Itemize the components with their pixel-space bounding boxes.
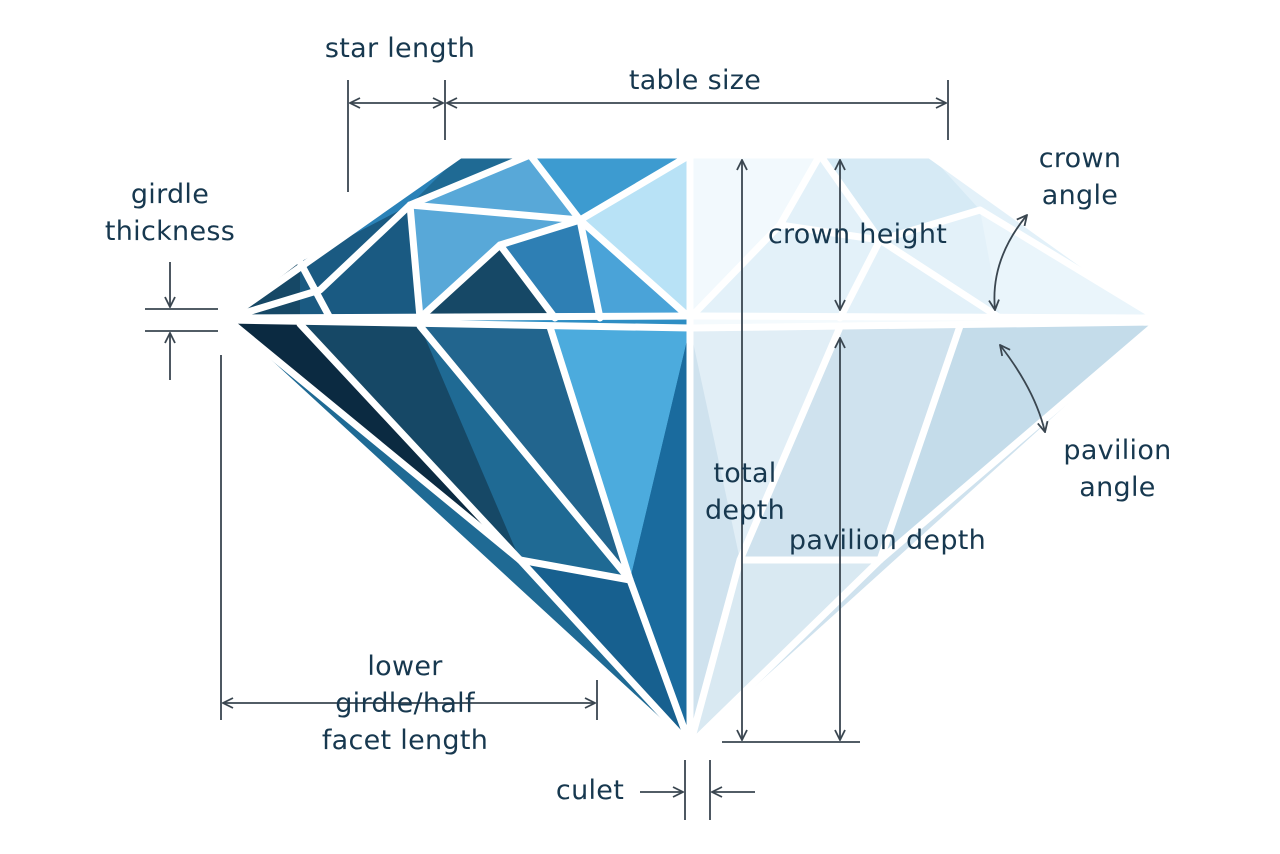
facet-bezel-dark	[300, 205, 420, 318]
facet-table-right	[690, 155, 820, 318]
label-total-depth-line1: total	[713, 458, 777, 489]
label-crown-angle-line1: crown	[1038, 143, 1122, 174]
facet-table-left	[580, 155, 690, 318]
label-lower-girdle-line1: lower	[367, 651, 443, 682]
label-crown-angle: crown angle	[1005, 140, 1155, 214]
facet-upper-girdle-2	[500, 220, 600, 318]
label-pavilion-angle-line2: angle	[1079, 472, 1156, 503]
label-girdle-thickness-line2: thickness	[104, 216, 236, 247]
pavilion-angle-arc	[1000, 345, 1045, 432]
label-table-size: table size	[628, 65, 762, 96]
label-pavilion-depth: pavilion depth	[788, 525, 987, 556]
label-lower-girdle-length: lower girdle/half facet length	[300, 648, 510, 759]
facet-pavilion-right-1	[690, 327, 840, 560]
label-total-depth-line2: depth	[704, 495, 786, 526]
label-girdle-thickness-line1: girdle	[130, 179, 210, 210]
facet-pavilion-half	[630, 328, 690, 745]
label-star-length: star length	[324, 33, 476, 64]
facet-bezel-deep	[420, 245, 555, 318]
label-girdle-thickness: girdle thickness	[85, 176, 255, 250]
facet-pavilion-main	[550, 327, 690, 580]
label-crown-angle-line2: angle	[1041, 180, 1119, 211]
label-total-depth: total depth	[685, 455, 805, 529]
label-pavilion-angle-line1: pavilion	[1063, 435, 1172, 466]
dimension-lines	[145, 80, 1045, 820]
label-lower-girdle-line2: girdle/half	[335, 688, 475, 719]
label-lower-girdle-line3: facet length	[321, 725, 489, 756]
facet-bezel-main	[410, 155, 580, 318]
label-pavilion-angle: pavilion angle	[1040, 432, 1195, 506]
crown-angle-arc	[994, 215, 1027, 310]
label-culet: culet	[555, 775, 625, 806]
facet-outlines	[224, 151, 1162, 749]
label-crown-height: crown height	[767, 219, 948, 250]
